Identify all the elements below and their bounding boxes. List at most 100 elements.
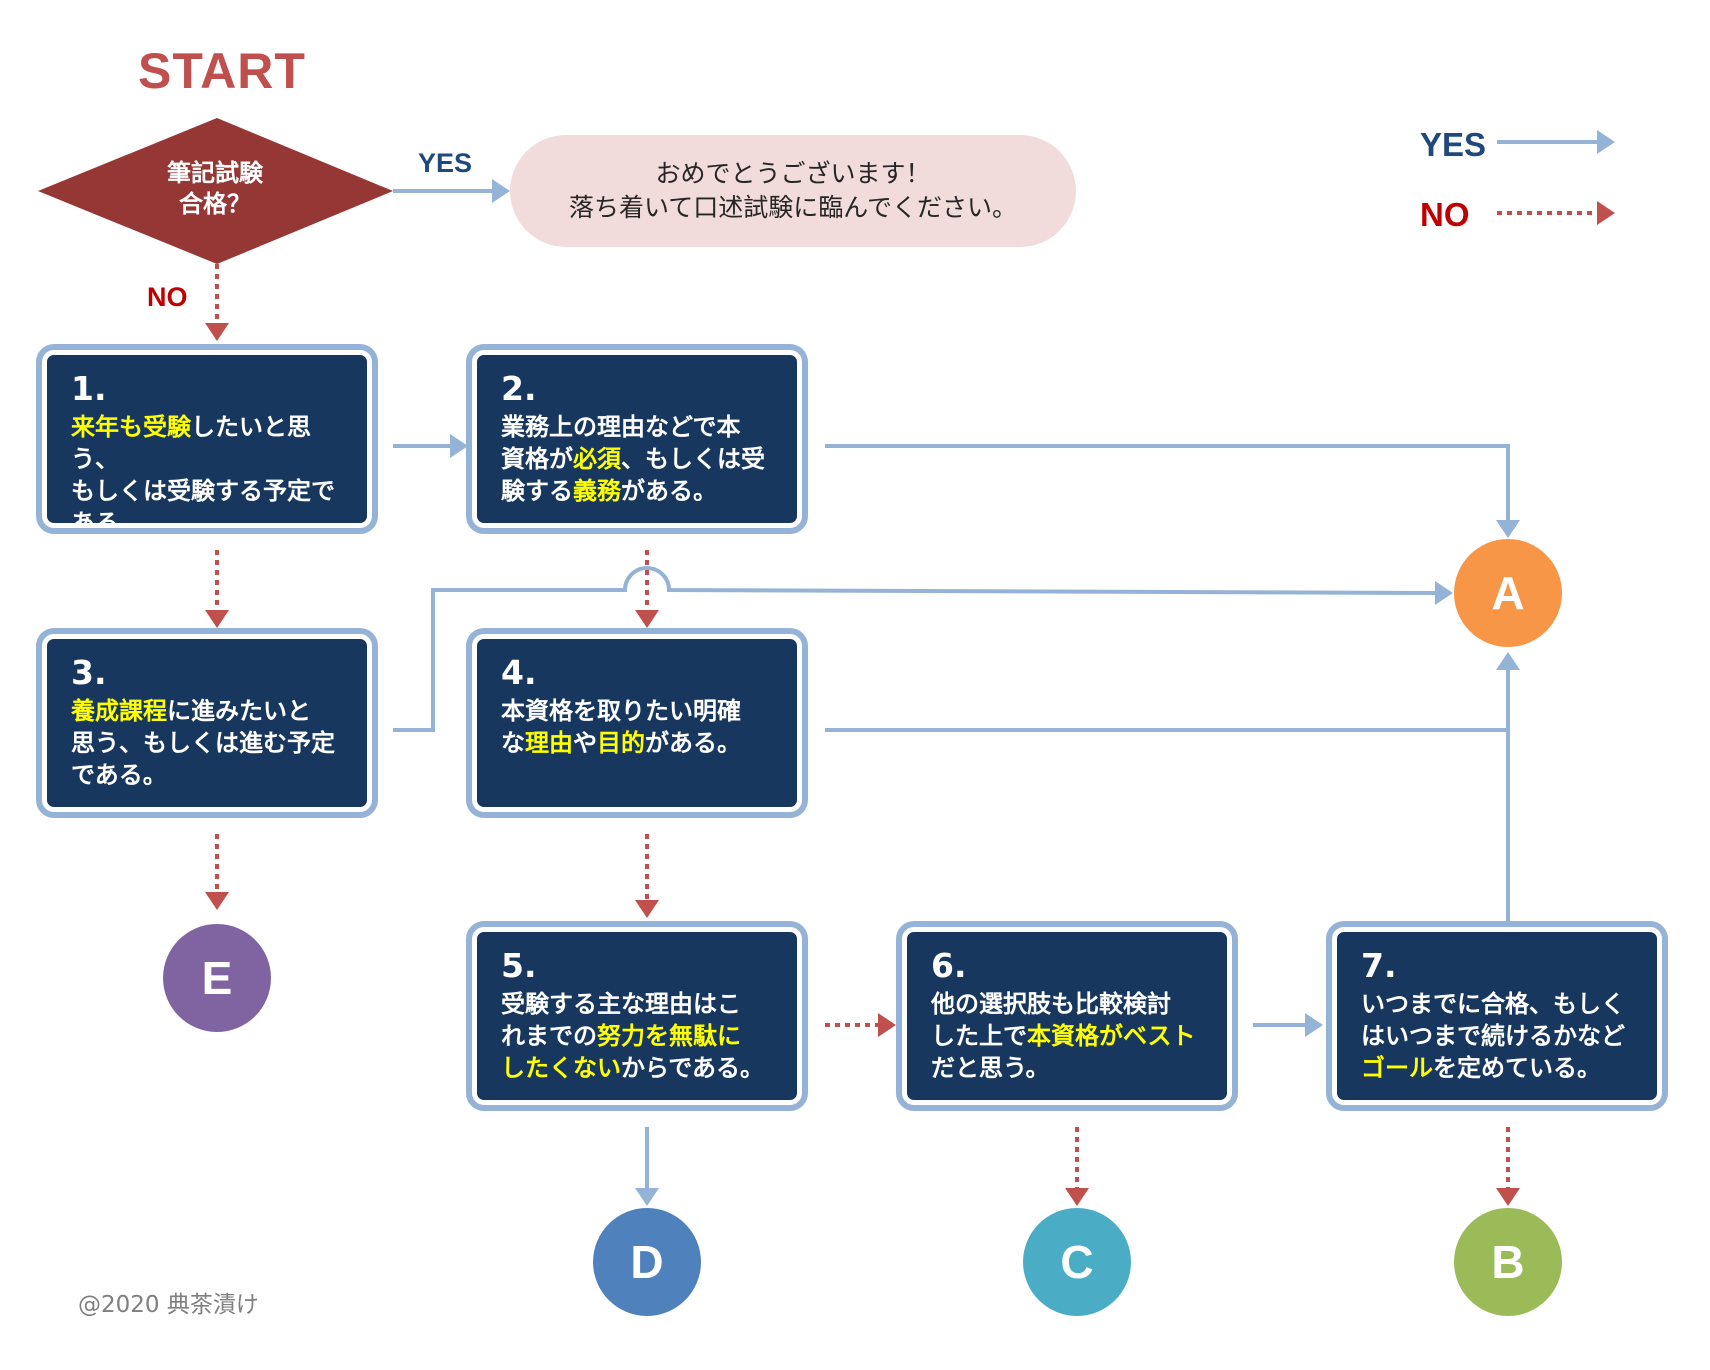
question-text: 業務上の理由などで本資格が必須、もしくは受験する義務がある。 xyxy=(501,411,777,507)
question-box-1: 1.来年も受験したいと思う、もしくは受験する予定である。 xyxy=(36,344,378,537)
highlighted-text: 理由 xyxy=(525,729,573,757)
question-box-3: 3.養成課程に進みたいと思う、もしくは進む予定である。 xyxy=(36,628,378,818)
question-text-line: はいつまで続けるかなど xyxy=(1361,1020,1637,1052)
question-text-line: 験する義務がある。 xyxy=(501,475,777,507)
text-segment: である。 xyxy=(71,761,167,789)
question-box-5: 5.受験する主な理由はこれまでの努力を無駄にしたくないからである。 xyxy=(466,921,808,1111)
text-segment: だと思う。 xyxy=(931,1054,1050,1082)
arrow-3-to-A xyxy=(393,566,1436,732)
text-segment: に進みたいと xyxy=(167,697,311,725)
highlighted-text: したくない xyxy=(501,1054,621,1082)
congrats-line1: おめでとうございます！ xyxy=(655,159,931,188)
text-segment: 資格が xyxy=(501,445,573,473)
congrats-line2: 落ち着いて口述試験に臨んでください。 xyxy=(568,193,1017,222)
result-circle-b: B xyxy=(1454,1208,1562,1316)
question-text: 他の選択肢も比較検討した上で本資格がベストだと思う。 xyxy=(931,988,1207,1084)
question-text-line: もしくは受験する予定で xyxy=(71,475,347,507)
question-text: 本資格を取りたい明確な理由や目的がある。 xyxy=(501,695,777,759)
result-circle-e: E xyxy=(163,924,271,1032)
highlighted-text: ゴール xyxy=(1361,1054,1433,1082)
highlighted-text: 本資格がベスト xyxy=(1027,1022,1196,1050)
result-e-label: E xyxy=(201,952,233,1004)
copyright: @2020 典茶漬け xyxy=(78,1292,259,1318)
text-segment: 思う、もしくは進む予定 xyxy=(71,729,335,757)
question-text-line: だと思う。 xyxy=(931,1052,1207,1084)
text-segment: ある。 xyxy=(71,509,143,537)
question-text-line: 来年も受験したいと思う、 xyxy=(71,411,347,475)
question-text: 受験する主な理由はこれまでの努力を無駄にしたくないからである。 xyxy=(501,988,777,1084)
result-b-label: B xyxy=(1491,1236,1525,1288)
text-segment: 、もしくは受 xyxy=(621,445,765,473)
highlighted-text: 目的 xyxy=(597,729,645,757)
question-text-line: 受験する主な理由はこ xyxy=(501,988,777,1020)
question-text-line: れまでの努力を無駄に xyxy=(501,1020,777,1052)
result-a-label: A xyxy=(1491,567,1525,619)
question-text-line: した上で本資格がベスト xyxy=(931,1020,1207,1052)
question-number: 4. xyxy=(501,653,537,692)
question-box-7: 7.いつまでに合格、もしくはいつまで続けるかなどゴールを定めている。 xyxy=(1326,921,1668,1111)
text-segment: もしくは受験する予定で xyxy=(71,477,335,505)
question-text-line: ある。 xyxy=(71,507,347,539)
result-circle-d: D xyxy=(593,1208,701,1316)
question-box-6: 6.他の選択肢も比較検討した上で本資格がベストだと思う。 xyxy=(896,921,1238,1111)
legend-yes-label: YES xyxy=(1420,126,1487,163)
legend-no-label: NO xyxy=(1420,196,1470,233)
text-segment: がある。 xyxy=(645,729,741,757)
question-text-line: 他の選択肢も比較検討 xyxy=(931,988,1207,1020)
question-number: 1. xyxy=(71,369,107,408)
highlighted-text: 努力を無駄に xyxy=(597,1022,741,1050)
decision-yes-label: YES xyxy=(418,148,473,178)
question-text-line: な理由や目的がある。 xyxy=(501,727,777,759)
question-text-line: 養成課程に進みたいと xyxy=(71,695,347,727)
question-text-line: ゴールを定めている。 xyxy=(1361,1052,1637,1084)
question-number: 5. xyxy=(501,946,537,985)
highlighted-text: 養成課程 xyxy=(71,697,167,725)
question-text-line: 業務上の理由などで本 xyxy=(501,411,777,443)
text-segment: がある。 xyxy=(621,477,717,505)
text-segment: 他の選択肢も比較検討 xyxy=(931,990,1171,1018)
question-number: 6. xyxy=(931,946,967,985)
question-text-line: いつまでに合格、もしく xyxy=(1361,988,1637,1020)
question-text: 来年も受験したいと思う、もしくは受験する予定である。 xyxy=(71,411,347,539)
arrow-2-to-A xyxy=(825,444,1510,520)
result-circle-c: C xyxy=(1023,1208,1131,1316)
decision-diamond xyxy=(38,118,393,264)
text-segment: はいつまで続けるかなど xyxy=(1361,1022,1625,1050)
text-segment: 業務上の理由などで本 xyxy=(501,413,741,441)
question-text-line: したくないからである。 xyxy=(501,1052,777,1084)
question-box-4: 4.本資格を取りたい明確な理由や目的がある。 xyxy=(466,628,808,818)
highlighted-text: 義務 xyxy=(573,477,621,505)
question-number: 3. xyxy=(71,653,107,692)
result-d-label: D xyxy=(630,1236,664,1288)
highlighted-text: 来年も受験 xyxy=(71,413,191,441)
text-segment: 受験する主な理由はこ xyxy=(501,990,741,1018)
result-c-label: C xyxy=(1060,1236,1094,1288)
text-segment: を定めている。 xyxy=(1433,1054,1601,1082)
text-segment: いつまでに合格、もしく xyxy=(1361,990,1625,1018)
question-text: いつまでに合格、もしくはいつまで続けるかなどゴールを定めている。 xyxy=(1361,988,1637,1084)
highlighted-text: 必須 xyxy=(573,445,621,473)
text-segment: した上で xyxy=(931,1022,1027,1050)
text-segment: な xyxy=(501,729,525,757)
text-segment: からである。 xyxy=(621,1054,765,1082)
decision-line2: 合格？ xyxy=(179,190,251,218)
start-label: START xyxy=(138,43,306,99)
question-number: 2. xyxy=(501,369,537,408)
text-segment: したいと思う、 xyxy=(71,413,311,473)
text-segment: や xyxy=(573,729,597,757)
question-box-2: 2.業務上の理由などで本資格が必須、もしくは受験する義務がある。 xyxy=(466,344,808,534)
text-segment: 本資格を取りたい明確 xyxy=(501,697,741,725)
decision-line1: 筆記試験 xyxy=(167,159,263,187)
decision-no-label: NO xyxy=(147,282,188,312)
question-text-line: 資格が必須、もしくは受 xyxy=(501,443,777,475)
question-text-line: 本資格を取りたい明確 xyxy=(501,695,777,727)
text-segment: 験する xyxy=(501,477,573,505)
decision-text: 筆記試験 合格？ xyxy=(140,158,290,220)
text-segment: れまでの xyxy=(501,1022,597,1050)
question-text: 養成課程に進みたいと思う、もしくは進む予定である。 xyxy=(71,695,347,791)
question-number: 7. xyxy=(1361,946,1397,985)
result-circle-a: A xyxy=(1454,539,1562,647)
question-text-line: 思う、もしくは進む予定 xyxy=(71,727,347,759)
congrats-bubble: おめでとうございます！ 落ち着いて口述試験に臨んでください。 xyxy=(510,135,1076,247)
